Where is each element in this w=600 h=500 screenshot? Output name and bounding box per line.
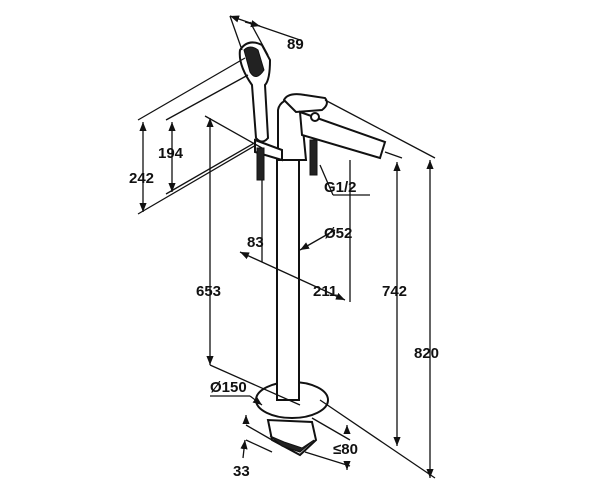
supply-hose-right	[309, 139, 318, 176]
dim-spout-reach: 211	[313, 283, 337, 300]
dim-handshower-height-outer: 242	[129, 170, 154, 187]
dim-thread: G1/2	[324, 179, 357, 196]
dim-handshower-height-inner: 194	[158, 145, 184, 162]
dim-floor-depth: ≤80	[333, 441, 358, 458]
dim-pipe-diameter: Ø52	[324, 225, 352, 242]
dim-holder-height: 653	[196, 283, 221, 300]
lever-handle	[282, 93, 328, 114]
dim-connector-height: 33	[233, 463, 250, 480]
shower-head-nozzles	[243, 46, 265, 77]
dim-total-height: 820	[414, 345, 439, 362]
dimension-lines	[137, 15, 436, 479]
faucet-body	[238, 41, 387, 457]
dim-base-diameter: Ø150	[210, 379, 247, 396]
holder-arm	[254, 138, 283, 162]
spout	[298, 110, 387, 160]
dim-handshower-width: 89	[287, 36, 304, 53]
supply-hose-left	[256, 147, 265, 181]
dim-spout-height: 742	[382, 283, 407, 300]
dim-holder-offset: 83	[247, 234, 264, 251]
